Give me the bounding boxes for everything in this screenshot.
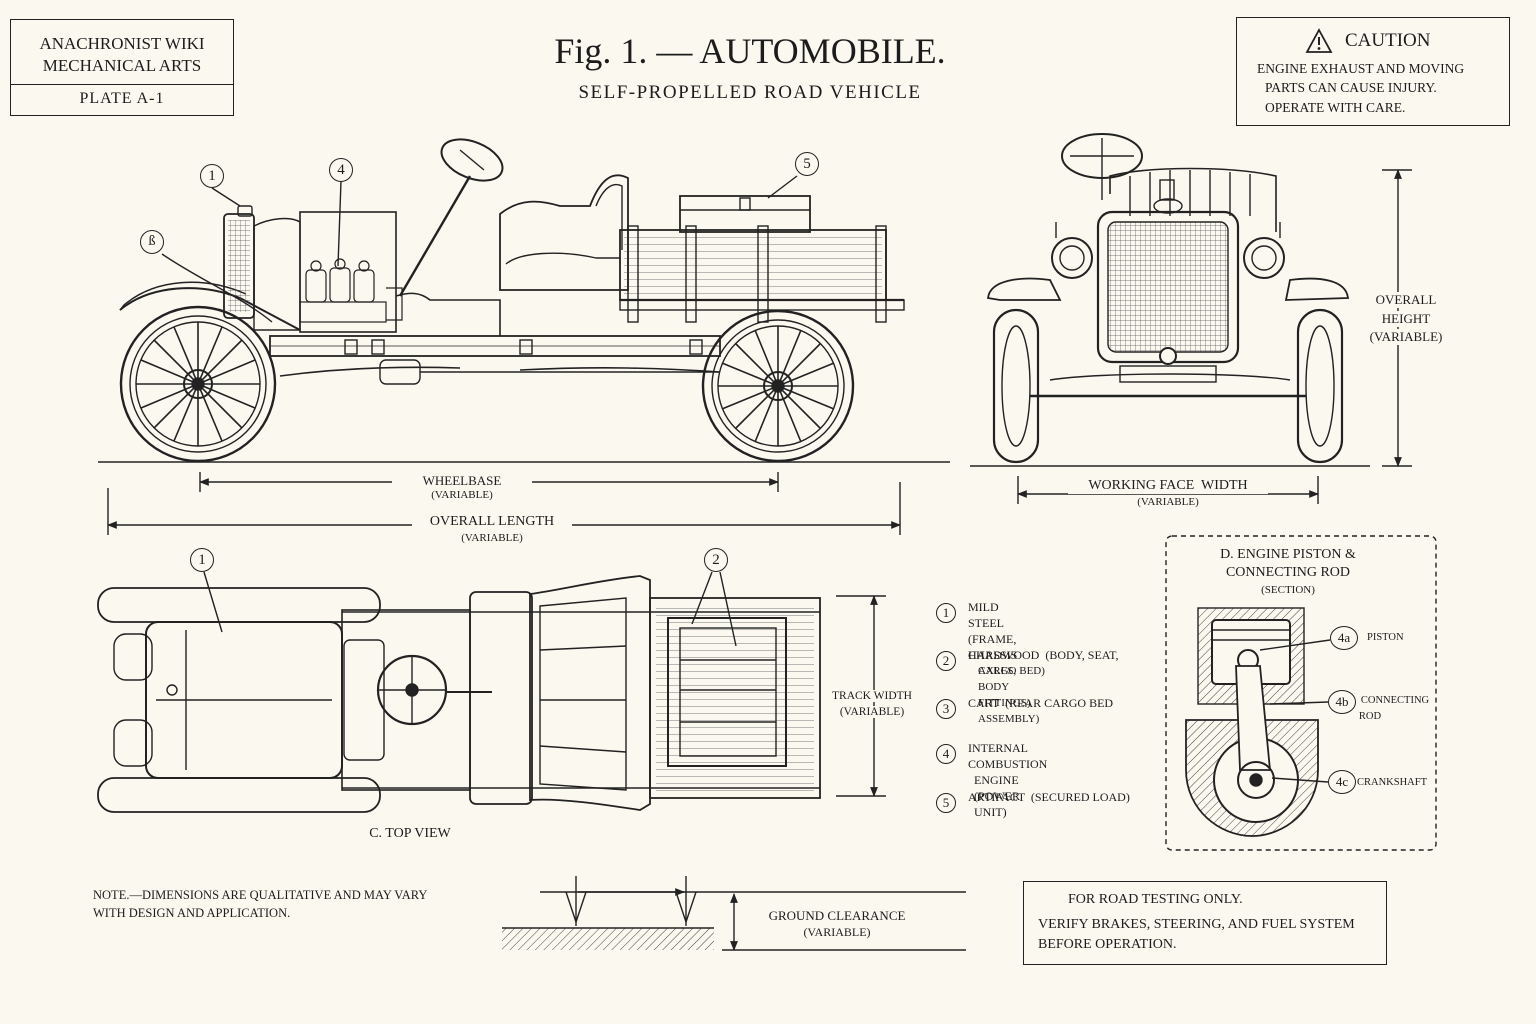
legend-line: ARTIFACT (SECURED LOAD) [968, 790, 1130, 804]
road-test-line-3: BEFORE OPERATION. [1038, 937, 1177, 952]
piston-title-2: CONNECTING ROD [1225, 565, 1351, 580]
side-view-drawing [98, 138, 950, 463]
caution-box: CAUTION ENGINE EXHAUST AND MOVING PARTS … [1236, 17, 1510, 126]
legend-number: 2 [936, 651, 956, 671]
overall-length-label: OVERALL LENGTH [412, 514, 572, 530]
piston-title-3: (SECTION) [1261, 584, 1315, 596]
rear-wheel-side [701, 309, 855, 463]
ground-clearance-drawing [502, 876, 966, 951]
note-line-1: NOTE.—DIMENSIONS ARE QUALITATIVE AND MAY… [93, 888, 428, 902]
connecting-rod-label-2: ROD [1358, 711, 1382, 722]
ground-clearance-sub: (VARIABLE) [803, 925, 871, 939]
track-width-sub: (VARIABLE) [822, 706, 922, 718]
wheelbase-label: WHEELBASE [392, 473, 532, 489]
legend-number: 4 [936, 744, 956, 764]
front-wheel-side [119, 305, 277, 463]
callout-4a: 4a [1330, 626, 1358, 650]
callout-side-2: ß [140, 230, 164, 254]
track-width-label: TRACK WIDTH [822, 690, 922, 702]
legend-line: MILD STEEL (FRAME, CHASSIS [968, 600, 1018, 662]
plate-header-box: ANACHRONIST WIKI MECHANICAL ARTS PLATE A… [10, 19, 234, 116]
legend-line: ASSEMBLY) [978, 713, 1040, 725]
callout-4b: 4b [1328, 690, 1356, 714]
height-line-2: HEIGHT [1360, 311, 1452, 327]
legend-text: HARDWOOD (BODY, SEAT, CARGO BED) [968, 647, 1119, 679]
legend-text: ARTIFACT (SECURED LOAD) [968, 789, 1130, 805]
callout-top-1: 1 [190, 548, 214, 572]
callout-side-4: 4 [329, 158, 353, 182]
caution-heading: CAUTION [1345, 30, 1431, 51]
callout-4c: 4c [1328, 770, 1356, 794]
legend-line: AXLES, BODY FITTINGS) [978, 665, 1031, 709]
overall-length-sub: (VARIABLE) [461, 532, 523, 544]
road-test-box: FOR ROAD TESTING ONLY. VERIFY BRAKES, ST… [1023, 881, 1387, 965]
top-view-drawing [97, 571, 821, 813]
working-width-sub: (VARIABLE) [1137, 496, 1199, 508]
page-subtitle: SELF-PROPELLED ROAD VEHICLE [578, 82, 922, 103]
wiki-section: MECHANICAL ARTS [42, 56, 202, 75]
callout-side-5: 5 [795, 152, 819, 176]
piston-label: PISTON [1367, 632, 1404, 643]
legend-line: CARGO BED) [978, 665, 1045, 677]
ground-clearance-label: GROUND CLEARANCE [768, 908, 906, 923]
legend-line: CART (REAR CARGO BED [968, 696, 1114, 710]
note-line-2: WITH DESIGN AND APPLICATION. [93, 906, 291, 920]
road-test-line-2: VERIFY BRAKES, STEERING, AND FUEL SYSTEM [1038, 917, 1355, 932]
legend-line: ENGINE (POWER UNIT) [974, 773, 1020, 819]
caution-line-3: OPERATE WITH CARE. [1265, 100, 1406, 115]
height-line-3: (VARIABLE) [1360, 329, 1452, 345]
working-width-label: WORKING FACE WIDTH [1068, 478, 1268, 494]
connecting-rod-label: CONNECTING [1360, 695, 1430, 706]
wiki-name: ANACHRONIST WIKI [39, 34, 205, 53]
road-test-line-1: FOR ROAD TESTING ONLY. [1068, 892, 1243, 907]
callout-side-1: 1 [200, 164, 224, 188]
legend-line: HARDWOOD (BODY, SEAT, [968, 648, 1119, 662]
warning-triangle-icon [1305, 28, 1333, 53]
wheelbase-sub: (VARIABLE) [431, 489, 493, 501]
legend-text: CART (REAR CARGO BED ASSEMBLY) [968, 695, 1113, 727]
caution-line-2: PARTS CAN CAUSE INJURY. [1265, 80, 1437, 95]
top-view-caption: C. TOP VIEW [369, 826, 451, 841]
callout-top-2: 2 [704, 548, 728, 572]
engine-side [299, 258, 403, 323]
height-line-1: OVERALL [1360, 292, 1452, 308]
page-title: Fig. 1. — AUTOMOBILE. [554, 31, 946, 71]
caution-line-1: ENGINE EXHAUST AND MOVING [1257, 61, 1465, 76]
front-view-drawing [970, 133, 1370, 467]
crankshaft-label: CRANKSHAFT [1357, 777, 1428, 788]
piston-section-drawing [1185, 607, 1331, 837]
piston-title-1: D. ENGINE PISTON & [1220, 547, 1356, 562]
piston-section-frame [1165, 535, 1437, 851]
legend-number: 3 [936, 699, 956, 719]
plate-number: PLATE A-1 [79, 90, 165, 107]
legend-line: INTERNAL COMBUSTION [968, 741, 1048, 771]
legend-number: 5 [936, 793, 956, 813]
legend-number: 1 [936, 603, 956, 623]
